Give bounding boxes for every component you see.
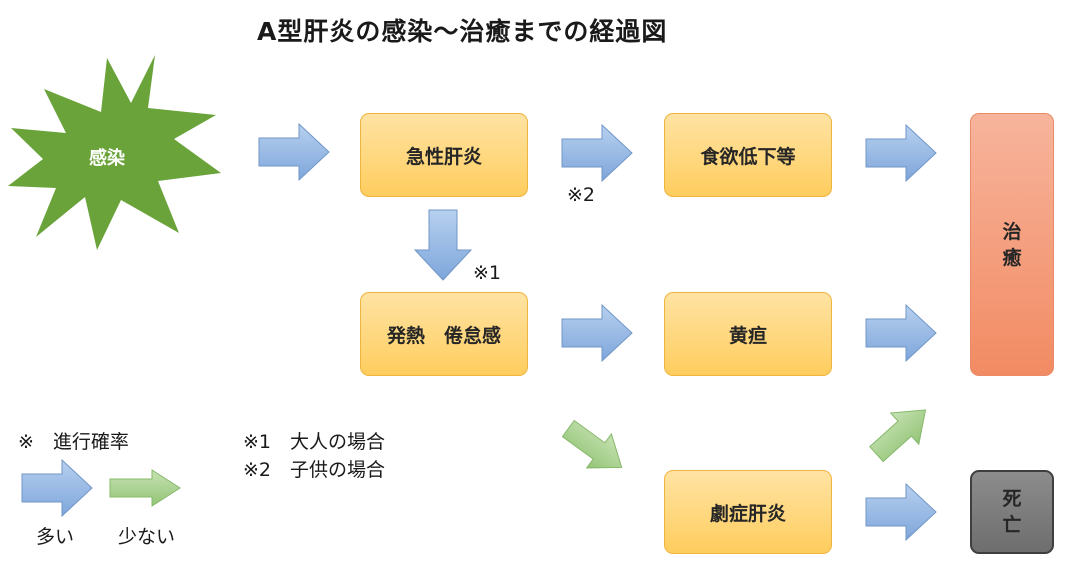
legend-low-label: 少ない (118, 526, 176, 548)
cure-box: 治 癒 (970, 113, 1054, 376)
arrow-jaundice-to-cure (865, 303, 937, 363)
footnote-adult: ※1 大人の場合 (243, 431, 386, 453)
fulminant-hepatitis-box: 劇症肝炎 (664, 470, 832, 554)
acute-hepatitis-box: 急性肝炎 (360, 113, 528, 197)
footnote-child: ※2 子供の場合 (243, 459, 386, 481)
footnote-mark-1: ※1 (473, 262, 502, 284)
death-char-1: 死 (1002, 488, 1022, 510)
cure-char-1: 治 (1002, 220, 1022, 243)
arrow-fever-to-fulminant (561, 419, 623, 469)
cure-char-2: 癒 (1002, 246, 1022, 269)
arrow-acute-to-fever (413, 209, 473, 281)
death-char-2: 亡 (1002, 514, 1022, 536)
arrow-appetite-to-cure (865, 123, 937, 183)
infection-label: 感染 (89, 148, 125, 169)
arrow-fulminant-to-cure (869, 409, 927, 463)
diagram-title: A型肝炎の感染〜治癒までの経過図 (257, 17, 668, 46)
fever-fatigue-box: 発熱 倦怠感 (360, 292, 528, 376)
death-box: 死 亡 (970, 470, 1054, 554)
arrow-fulminant-to-death (865, 482, 937, 542)
arrow-acute-to-appetite (561, 123, 633, 183)
legend-high-arrow (21, 458, 93, 518)
appetite-loss-box: 食欲低下等 (664, 113, 832, 197)
legend-title: ※ 進行確率 (18, 431, 129, 453)
infection-burst-icon (8, 55, 221, 250)
legend-high-label: 多い (36, 526, 75, 548)
legend-low-arrow (109, 469, 181, 507)
jaundice-box: 黄疸 (664, 292, 832, 376)
arrow-infection-to-acute (258, 122, 330, 182)
footnote-mark-2: ※2 (567, 184, 596, 206)
arrow-fever-to-jaundice (561, 303, 633, 363)
